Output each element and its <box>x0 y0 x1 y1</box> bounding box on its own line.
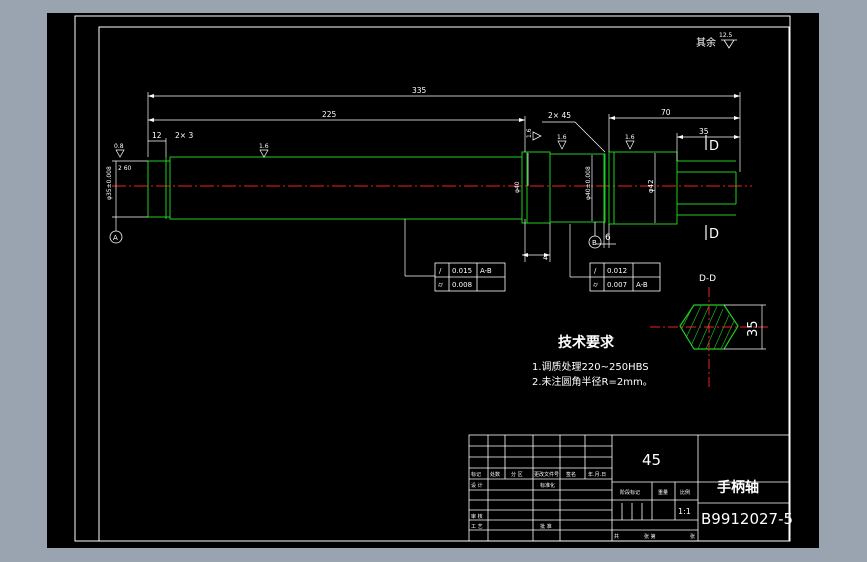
svg-text:0.007: 0.007 <box>607 281 627 289</box>
svg-text:0.015: 0.015 <box>452 267 472 275</box>
tech-req-item: 1.调质处理220~250HBS <box>532 361 649 373</box>
roughness-mark: 1.6 <box>259 143 269 158</box>
dim-6: 6 <box>605 233 611 243</box>
default-roughness-value: 12.5 <box>719 32 733 39</box>
dim-chamfer-left: 2× 3 <box>175 131 193 140</box>
svg-text:0.012: 0.012 <box>607 267 627 275</box>
dim-overall-length: 335 <box>412 86 427 95</box>
svg-text:批 准: 批 准 <box>540 523 552 530</box>
drawing-background <box>47 13 819 548</box>
svg-text:处数: 处数 <box>490 471 500 478</box>
dim-4: 4 <box>543 253 548 262</box>
roughness-mark <box>115 149 125 158</box>
svg-text:张: 张 <box>690 533 695 540</box>
default-roughness: 其余 12.5 <box>696 32 737 49</box>
svg-text:年.月.日: 年.月.日 <box>588 471 606 478</box>
svg-text:更改文件号: 更改文件号 <box>534 471 559 478</box>
dim-dia-left: φ35±0.008 <box>106 166 113 200</box>
datum-a-label: A <box>113 234 118 242</box>
svg-text:工 艺: 工 艺 <box>471 524 483 530</box>
material-field: 45 <box>642 451 661 469</box>
svg-text:分 区: 分 区 <box>511 471 523 478</box>
svg-text:1.6: 1.6 <box>526 128 533 138</box>
title-block-headers: 标记 处数 分 区 更改文件号 签名 年.月.日 <box>471 471 606 478</box>
title-block-labels: 设 计 标准化 审 核 工 艺 批 准 阶段标记 重量 比例 共 张 第 张 <box>471 482 695 540</box>
svg-text:1.6: 1.6 <box>625 134 635 141</box>
section-mark-top: D <box>709 139 719 154</box>
svg-text:重量: 重量 <box>658 489 668 496</box>
dim-dia-bearing: φ40±0.008 <box>585 166 592 200</box>
tech-req-title: 技术要求 <box>558 334 615 351</box>
tech-req-item: 2.未注圆角半径R=2mm。 <box>532 375 653 388</box>
dimension-texts: 335 225 70 35 12 2× 3 2× 45 4 6 0.8 2 60… <box>106 86 709 262</box>
scale-field: 1:1 <box>678 507 691 516</box>
section-mark-bottom: D <box>709 227 719 242</box>
datum-a: A <box>109 230 123 244</box>
inner-frame <box>98 26 790 542</box>
svg-text:审 核: 审 核 <box>471 513 483 520</box>
svg-text:标准化: 标准化 <box>540 482 555 489</box>
svg-text:/: / <box>439 267 442 275</box>
svg-text:0.008: 0.008 <box>452 281 472 289</box>
roughness-symbol-icon <box>721 39 737 49</box>
dim-12: 12 <box>152 131 162 140</box>
part-name-field: 手柄轴 <box>717 479 759 496</box>
datum-b: B <box>588 222 602 249</box>
svg-text:A-B: A-B <box>480 267 492 275</box>
svg-text:⌭: ⌭ <box>593 281 598 289</box>
dim-0-8: 0.8 <box>114 143 124 150</box>
svg-text:1.6: 1.6 <box>557 134 567 141</box>
svg-text:签名: 签名 <box>566 471 576 478</box>
datum-b-label: B <box>592 239 597 247</box>
tolerance-frame-1: / 0.015 A-B ⌭ 0.008 <box>434 262 506 292</box>
svg-text:A-B: A-B <box>636 281 648 289</box>
default-roughness-label: 其余 <box>696 36 716 49</box>
roughness-mark: 1.6 <box>625 134 635 150</box>
drawing-number-field: B9912027-5 <box>701 510 793 528</box>
dim-225: 225 <box>322 110 337 119</box>
svg-text:共: 共 <box>614 533 619 540</box>
title-block: 45 手柄轴 B9912027-5 1:1 标记 处数 分 区 更改文件号 签名… <box>468 434 793 542</box>
svg-text:张 第: 张 第 <box>644 533 656 540</box>
svg-text:阶段标记: 阶段标记 <box>620 489 640 496</box>
svg-text:标记: 标记 <box>471 471 481 478</box>
svg-text:比例: 比例 <box>680 489 690 496</box>
dim-35-top: 35 <box>699 127 709 136</box>
dim-dia-main: φ40 <box>514 181 521 193</box>
svg-text:1.6: 1.6 <box>259 143 269 150</box>
section-view-dd: D-D 35 <box>650 274 768 390</box>
section-view-dimension: 35 <box>746 320 761 337</box>
tolerance-frame-2: / 0.012 ⌭ 0.007 A-B <box>589 262 661 292</box>
arrowheads <box>148 94 740 257</box>
roughness-mark: 1.6 <box>557 134 567 150</box>
svg-text:⌭: ⌭ <box>438 281 443 289</box>
section-markers: D D <box>705 135 719 242</box>
dim-dia-right: φ42 <box>647 179 655 193</box>
technical-requirements: 技术要求 1.调质处理220~250HBS 2.未注圆角半径R=2mm。 <box>532 334 653 388</box>
dim-70: 70 <box>661 108 671 117</box>
dimension-lines <box>112 92 741 278</box>
shaft-outline <box>147 151 737 225</box>
svg-text:/: / <box>594 267 597 275</box>
roughness-marks: 1.6 1.6 1.6 1.6 <box>115 128 635 158</box>
section-view-title: D-D <box>699 274 716 284</box>
roughness-mark: 1.6 <box>526 128 542 141</box>
dim-chamfer-right: 2× 45 <box>548 111 571 120</box>
dim-2-60: 2 60 <box>118 165 132 172</box>
svg-text:设 计: 设 计 <box>471 482 483 489</box>
